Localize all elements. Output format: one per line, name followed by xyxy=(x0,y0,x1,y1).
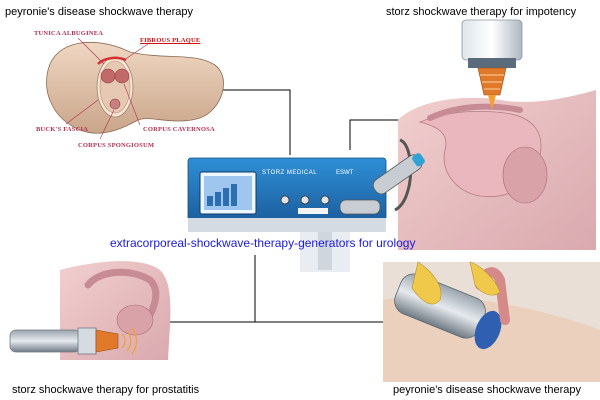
penis-cross-section-illustration xyxy=(46,37,224,140)
label-fibrous-plaque: FIBROUS PLAQUE xyxy=(140,37,201,44)
prostatitis-treatment-illustration xyxy=(9,261,171,360)
peyronie-treatment-photo xyxy=(383,261,600,382)
caption-top-right: storz shockwave therapy for impotency xyxy=(386,6,577,18)
impotency-treatment-illustration xyxy=(398,19,596,250)
caption-bottom-right: peyronie's disease shockwave therapy xyxy=(393,384,581,396)
eswt-generator-device xyxy=(187,138,425,272)
device-brand: STORZ MEDICAL xyxy=(262,170,318,176)
label-corpus-cavernosa: CORPUS CAVERNOSA xyxy=(143,126,215,133)
label-tunica-albuginea: TUNICA ALBUGINEA xyxy=(34,30,104,37)
caption-bottom-left: storz shockwave therapy for prostatitis xyxy=(12,384,200,396)
device-model: ESWT xyxy=(336,170,354,176)
label-corpus-spongiosum: CORPUS SPONGIOSUM xyxy=(78,142,155,149)
caption-center: extracorporeal-shockwave-therapy-generat… xyxy=(110,236,416,250)
label-bucks-fascia: BUCK'S FASCIA xyxy=(36,126,89,133)
caption-top-left: peyronie's disease shockwave therapy xyxy=(5,6,193,18)
